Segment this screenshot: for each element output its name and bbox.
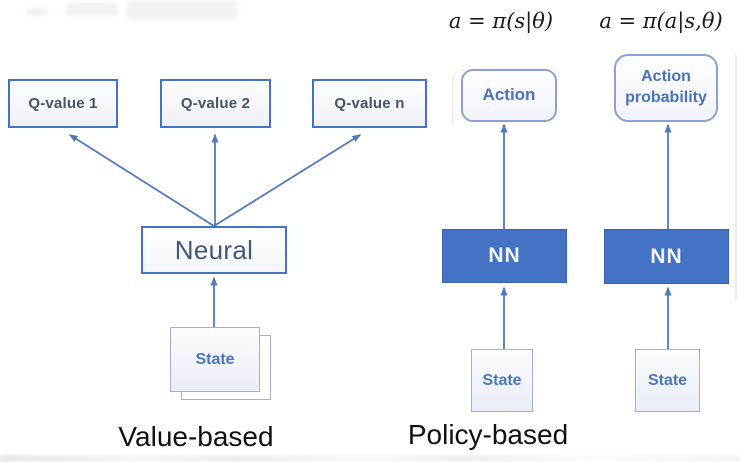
nn2-box: NN: [604, 229, 729, 284]
ghost-vertical-line: [735, 55, 737, 300]
qvalue-n-label: Q-value n: [334, 95, 405, 112]
state1-box: State: [471, 349, 533, 412]
action-probability-box: Action probability: [614, 54, 718, 122]
qvalue1-label: Q-value 1: [28, 95, 98, 112]
scan-smudge-bottom: [0, 455, 740, 462]
state-stack-label: State: [195, 350, 235, 368]
ghost-box-edge: [452, 70, 465, 123]
nn1-label: NN: [488, 244, 521, 267]
qvalue2-box: Q-value 2: [160, 79, 271, 128]
policy-based-caption: Policy-based: [407, 419, 569, 450]
policy-formula-1: a = π(s|θ): [448, 9, 554, 33]
value-based-caption: Value-based: [118, 421, 274, 452]
state2-box: State: [635, 349, 700, 412]
nn2-label: NN: [650, 244, 683, 268]
action-probability-label: Action probability: [625, 68, 707, 106]
scan-smudge-top-2: [66, 3, 118, 16]
state1-label: State: [482, 371, 522, 389]
qvalue1-box: Q-value 1: [8, 79, 118, 128]
scan-smudge-top-3: [126, 0, 238, 20]
neural-network-box: Neural: [141, 226, 287, 274]
scan-smudge-top-1: [26, 8, 48, 16]
action-box: Action: [461, 69, 557, 122]
qvalue-n-box: Q-value n: [312, 79, 427, 128]
neural-network-label: Neural: [174, 234, 254, 265]
nn1-box: NN: [442, 229, 567, 283]
arrow-neural-to-qvalue1: [68, 134, 215, 227]
policy-formula-2: a = π(a|s,θ): [599, 9, 723, 33]
action-label: Action: [482, 85, 536, 105]
state2-label: State: [647, 371, 688, 389]
state-stack-front-box: State: [170, 327, 260, 392]
qvalue2-label: Q-value 2: [180, 95, 251, 112]
arrow-neural-to-qvalue-n: [213, 134, 362, 227]
